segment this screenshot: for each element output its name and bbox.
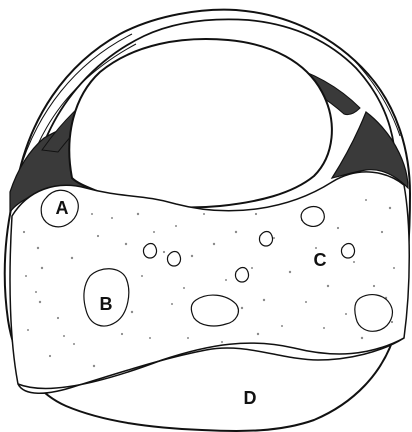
label-a: A (56, 198, 69, 218)
label-c: C (314, 250, 327, 270)
label-d: D (244, 388, 257, 408)
central-chamber (69, 39, 332, 207)
label-b: B (100, 294, 113, 314)
